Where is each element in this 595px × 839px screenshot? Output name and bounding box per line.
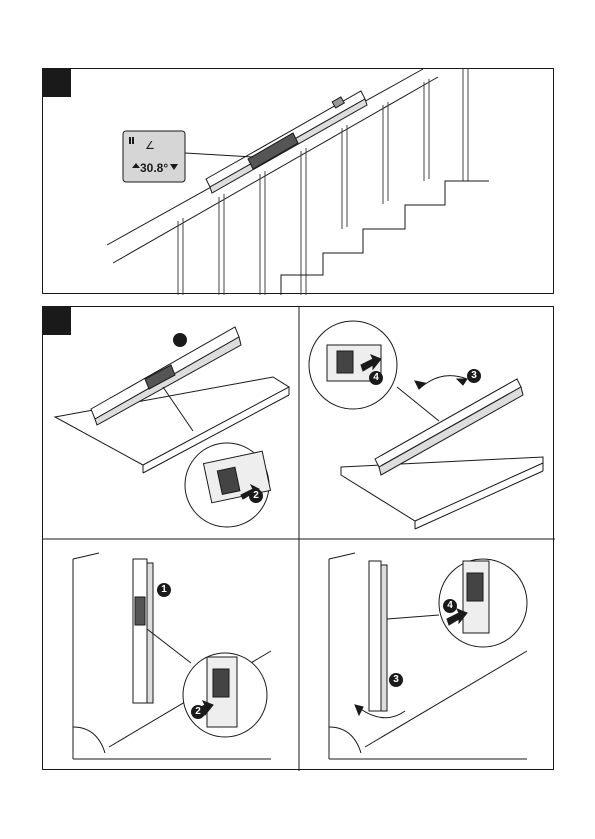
figure-2-panel: 2 4 3 1 2 4 3: [42, 306, 554, 770]
subpanel-top-right: [309, 321, 543, 529]
lcd-angle-symbol: ∠: [145, 139, 155, 152]
subpanel-bottom-right: [329, 553, 527, 759]
angle-arc-icon: [329, 727, 361, 753]
digital-level-device: [206, 91, 367, 193]
step-badge-2-bottom-left: 2: [191, 705, 205, 719]
angle-arc-icon: [73, 727, 105, 753]
step-badge-3-top-right: 3: [467, 369, 481, 383]
step-dot-icon: [173, 333, 187, 347]
subpanel-bottom-left: [73, 553, 271, 759]
step-badge-4-top-right: 4: [369, 371, 383, 385]
stair-steps: [281, 181, 489, 295]
callout-leader: [185, 153, 253, 157]
step-badge-1-bottom-left: 1: [157, 583, 171, 597]
step-badge-3-bottom-right: 3: [389, 673, 403, 687]
step-badge-4-bottom-right: 4: [443, 599, 457, 613]
step-badge-2-top-left: 2: [249, 489, 263, 503]
staircase-illustration: [43, 69, 555, 295]
lcd-angle-reading: 30.8°: [140, 161, 168, 175]
figure-1-panel: ∠ 30.8°: [42, 68, 554, 294]
